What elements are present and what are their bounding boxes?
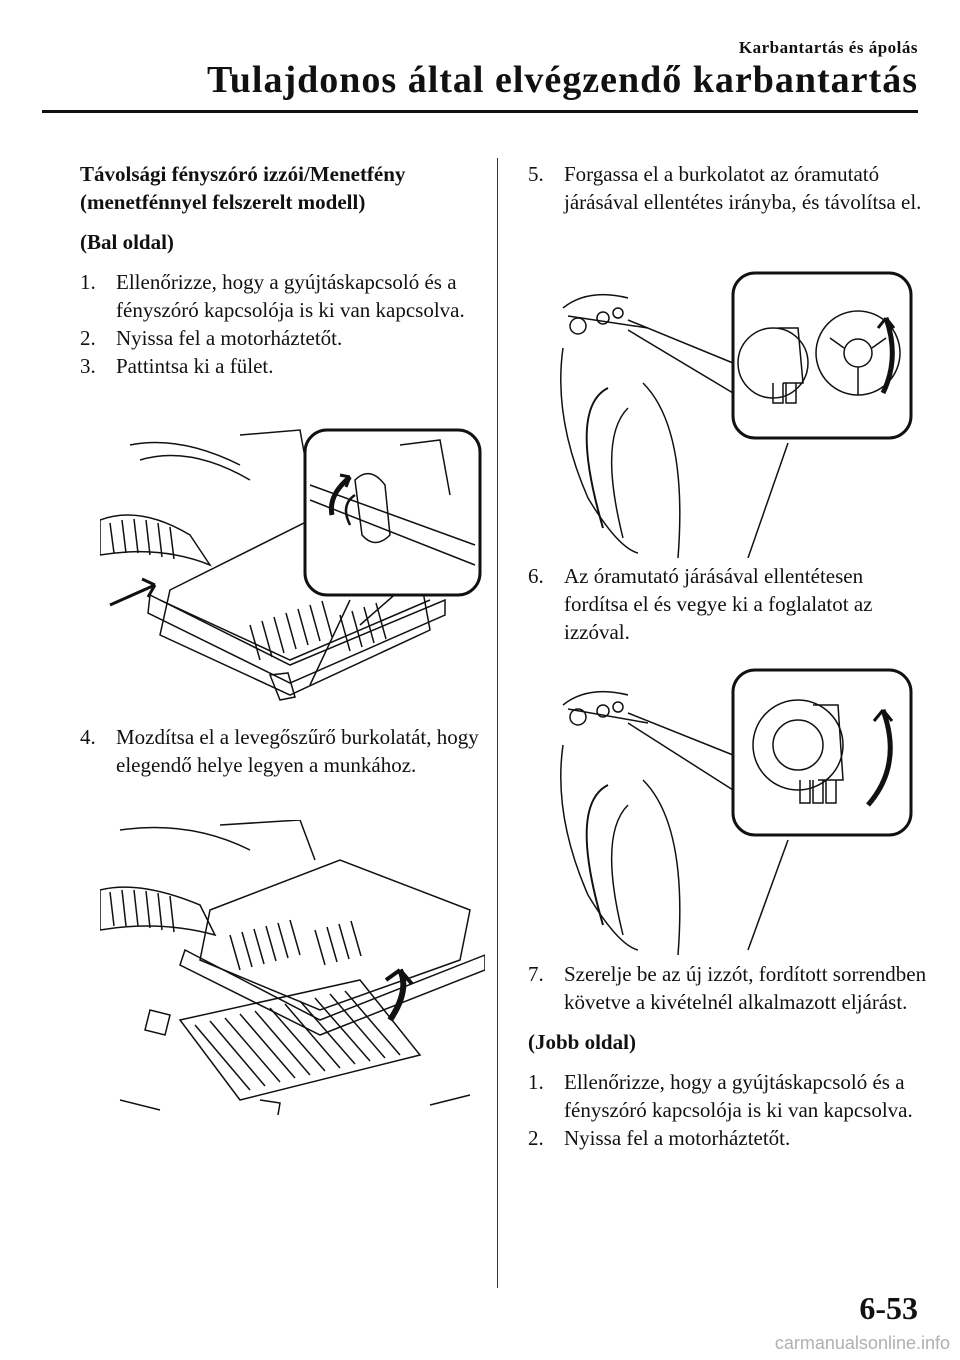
page-number: 6-53 [859, 1290, 918, 1326]
step-1: 1. Ellenőrizze, hogy a gyújtáskapcsoló é… [80, 268, 480, 324]
headlight-cover-removal-illustration [560, 271, 913, 558]
header-section-label: Karbantartás és ápolás [738, 38, 918, 57]
step-text: Forgassa el a burkolatot az óramutató já… [564, 162, 922, 214]
subheading-right-side: (Jobb oldal) [528, 1030, 636, 1054]
step-number: 2. [528, 1126, 544, 1150]
step-2: 2. Nyissa fel a motorháztetőt. [80, 324, 480, 352]
step-number: 1. [528, 1070, 544, 1094]
header-rule [42, 110, 918, 113]
step-number: 6. [528, 564, 544, 588]
step-3: 3. Pattintsa ki a fület. [80, 352, 480, 380]
step-7: 7. Szerelje be az új izzót, fordított so… [528, 960, 928, 1016]
step-number: 4. [80, 725, 96, 749]
step-number: 5. [528, 162, 544, 186]
air-filter-cover-lifted-illustration [100, 820, 485, 1115]
watermark: carmanualsonline.info [774, 1333, 950, 1353]
step-5: 5. Forgassa el a burkolatot az óramutató… [528, 160, 928, 216]
left-column-lower: 4. Mozdítsa el a levegőszűrő burkolatát,… [80, 723, 480, 779]
right-column: 5. Forgassa el a burkolatot az óramutató… [528, 160, 928, 216]
bulb-socket-removal-illustration [560, 668, 913, 955]
section-heading: Távolsági fényszóró izzói/Menetfény (men… [80, 160, 480, 216]
step-text: Nyissa fel a motorháztetőt. [564, 1126, 791, 1150]
step-text: Nyissa fel a motorháztetőt. [116, 326, 343, 350]
step-6: 6. Az óramutató járásával ellentétesen f… [528, 562, 928, 646]
step-text: Ellenőrizze, hogy a gyújtáskapcsoló és a… [116, 270, 465, 322]
right-column-step6: 6. Az óramutató járásával ellentétesen f… [528, 562, 928, 646]
column-divider [497, 158, 498, 1288]
right-column-lower: 7. Szerelje be az új izzót, fordított so… [528, 960, 928, 1152]
step-text: Mozdítsa el a levegőszűrő burkolatát, ho… [116, 725, 479, 777]
step-text: Az óramutató járásával ellentétesen ford… [564, 564, 873, 644]
step-number: 2. [80, 326, 96, 350]
left-column: Távolsági fényszóró izzói/Menetfény (men… [80, 160, 480, 380]
step-text: Szerelje be az új izzót, fordított sorre… [564, 962, 927, 1014]
step-text: Ellenőrizze, hogy a gyújtáskapcsoló és a… [564, 1070, 913, 1122]
air-filter-tab-illustration [100, 428, 482, 701]
step-number: 7. [528, 962, 544, 986]
step-text: Pattintsa ki a fület. [116, 354, 274, 378]
page-title: Tulajdonos által elvégzendő karbantartás [206, 59, 918, 101]
step-number: 1. [80, 270, 96, 294]
right-side-step-1: 1. Ellenőrizze, hogy a gyújtáskapcsoló é… [528, 1068, 928, 1124]
step-4: 4. Mozdítsa el a levegőszűrő burkolatát,… [80, 723, 480, 779]
right-side-step-2: 2. Nyissa fel a motorháztetőt. [528, 1124, 928, 1152]
heading-line-1: Távolsági fényszóró izzói/Menetfény [80, 162, 406, 186]
subheading-left-side: (Bal oldal) [80, 230, 174, 254]
heading-line-2: (menetfénnyel felszerelt modell) [80, 190, 366, 214]
step-number: 3. [80, 354, 96, 378]
